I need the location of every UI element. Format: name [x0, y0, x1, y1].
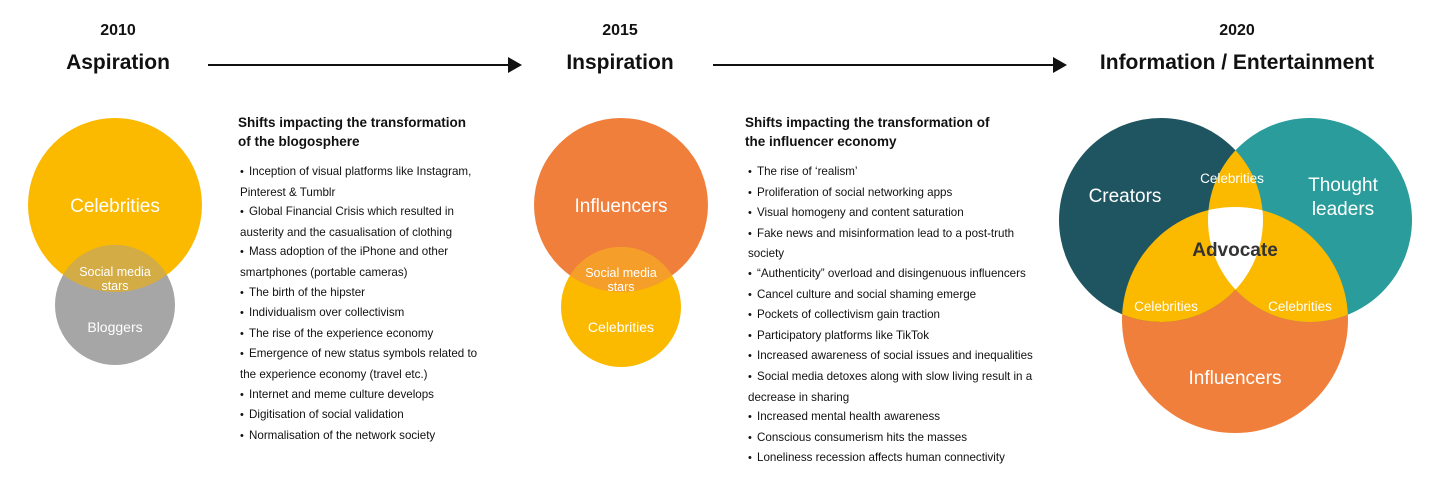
- stage-title-information-entertainment: Information / Entertainment: [1099, 51, 1375, 74]
- list-item: Normalisation of the network society: [240, 426, 488, 447]
- venn-2020-overlap-left-label: Celebrities: [1134, 299, 1198, 314]
- list-item-text: Global Financial Crisis which resulted i…: [240, 205, 454, 239]
- shifts-blogosphere-title: Shifts impacting the transformation of t…: [238, 113, 518, 151]
- venn-2015-top-label: Influencers: [575, 196, 668, 217]
- list-item-text: Loneliness recession affects human conne…: [757, 451, 1005, 465]
- list-item: Emergence of new status symbols related …: [240, 344, 488, 384]
- venn-2020-creators-label: Creators: [1089, 186, 1162, 207]
- arrow-2015-to-2020: [713, 57, 1067, 73]
- shifts-title-line: Shifts impacting the transformation: [238, 115, 467, 130]
- venn-2020-overlap-top-label: Celebrities: [1200, 171, 1264, 186]
- list-item: “Authenticity” overload and disingenuous…: [748, 264, 1048, 285]
- shifts-title-line: of the blogosphere: [238, 134, 360, 149]
- list-item-text: The rise of ‘realism’: [757, 165, 858, 178]
- venn-2010-overlap-label-2: stars: [101, 279, 128, 293]
- list-item-text: Inception of visual platforms like Insta…: [240, 165, 472, 199]
- list-item-text: Mass adoption of the iPhone and other sm…: [240, 245, 449, 279]
- list-item: The rise of the experience economy: [240, 324, 488, 345]
- list-item-text: Digitisation of social validation: [249, 408, 404, 422]
- list-item: Visual homogeny and content saturation: [748, 203, 1048, 224]
- venn-2020-thought-label-2: leaders: [1312, 199, 1374, 220]
- list-item: Participatory platforms like TikTok: [748, 326, 1048, 347]
- venn-2010-overlap-label-1: Social media: [79, 265, 151, 279]
- list-item: The rise of ‘realism’: [748, 162, 1048, 183]
- venn-2010-celebrities-circle: [28, 118, 202, 292]
- year-2015: 2015: [602, 22, 638, 39]
- list-item-text: Pockets of collectivism gain traction: [757, 308, 940, 322]
- list-item-text: Emergence of new status symbols related …: [240, 347, 478, 381]
- list-item-text: Proliferation of social networking apps: [757, 185, 953, 199]
- list-item-text: “Authenticity” overload and disingenuous…: [757, 266, 1026, 280]
- list-item: Individualism over collectivism: [240, 303, 488, 324]
- shifts-influencer-economy-title: Shifts impacting the transformation of t…: [745, 113, 1035, 151]
- list-item-text: Visual homogeny and content saturation: [757, 206, 964, 220]
- list-item-text: The rise of the experience economy: [249, 326, 434, 340]
- list-item-text: Cancel culture and social shaming emerge: [757, 287, 977, 301]
- list-item-text: Increased mental health awareness: [757, 410, 941, 424]
- venn-2015: Influencers Social media stars Celebriti…: [534, 118, 708, 367]
- list-item: Digitisation of social validation: [240, 405, 488, 426]
- list-item: Cancel culture and social shaming emerge: [748, 285, 1048, 306]
- venn-2015-bottom-label: Celebrities: [588, 319, 654, 335]
- list-item-text: Fake news and misinformation lead to a p…: [748, 226, 1015, 261]
- venn-2015-overlap-label-2: stars: [607, 280, 634, 294]
- shifts-title-line: Shifts impacting the transformation of: [745, 115, 990, 130]
- list-item: Conscious consumerism hits the masses: [748, 428, 1048, 449]
- list-item: Increased mental health awareness: [748, 407, 1048, 428]
- stage-title-inspiration: Inspiration: [566, 51, 674, 74]
- list-item-text: Conscious consumerism hits the masses: [757, 430, 968, 444]
- venn-2015-influencers-circle: [534, 118, 708, 292]
- list-item-text: Internet and meme culture develops: [249, 387, 434, 401]
- list-item: Inception of visual platforms like Insta…: [240, 162, 488, 202]
- list-item-text: The birth of the hipster: [249, 285, 365, 299]
- list-item: Loneliness recession affects human conne…: [748, 448, 1048, 469]
- venn-2020-overlap-right-label: Celebrities: [1268, 299, 1332, 314]
- list-item: Proliferation of social networking apps: [748, 183, 1048, 204]
- list-item: Fake news and misinformation lead to a p…: [748, 224, 1048, 264]
- year-2010: 2010: [100, 22, 136, 39]
- shifts-blogosphere-list: Inception of visual platforms like Insta…: [240, 162, 488, 446]
- shifts-influencer-economy-list: The rise of ‘realism’ Proliferation of s…: [748, 162, 1048, 469]
- list-item-text: Social media detoxes along with slow liv…: [748, 369, 1033, 404]
- list-item: Mass adoption of the iPhone and other sm…: [240, 242, 488, 282]
- year-2020: 2020: [1219, 22, 1255, 39]
- list-item: Internet and meme culture develops: [240, 385, 488, 406]
- venn-2010: Celebrities Social media stars Bloggers: [28, 118, 202, 365]
- venn-2020-thought-label-1: Thought: [1308, 175, 1378, 196]
- list-item-text: Individualism over collectivism: [249, 306, 405, 320]
- list-item-text: Participatory platforms like TikTok: [757, 328, 930, 342]
- list-item: The birth of the hipster: [240, 283, 488, 304]
- venn-2010-top-label: Celebrities: [70, 196, 160, 217]
- list-item-text: Increased awareness of social issues and…: [757, 349, 1033, 363]
- stage-title-aspiration: Aspiration: [66, 51, 170, 74]
- list-item: Increased awareness of social issues and…: [748, 346, 1048, 367]
- list-item: Social media detoxes along with slow liv…: [748, 367, 1048, 407]
- list-item: Pockets of collectivism gain traction: [748, 305, 1048, 326]
- shifts-title-line: the influencer economy: [745, 134, 897, 149]
- venn-2010-bottom-label: Bloggers: [87, 319, 142, 335]
- venn-2020-center-label: Advocate: [1192, 240, 1278, 261]
- list-item-text: Normalisation of the network society: [249, 428, 436, 442]
- venn-2020: Creators Thought leaders Influencers Adv…: [1059, 118, 1412, 433]
- arrow-2010-to-2015: [208, 57, 522, 73]
- venn-2015-overlap-label-1: Social media: [585, 266, 657, 280]
- venn-2010-overlap: [55, 245, 175, 292]
- venn-2020-influencers-label: Influencers: [1189, 368, 1282, 389]
- venn-2015-overlap: [561, 247, 681, 292]
- list-item: Global Financial Crisis which resulted i…: [240, 202, 488, 242]
